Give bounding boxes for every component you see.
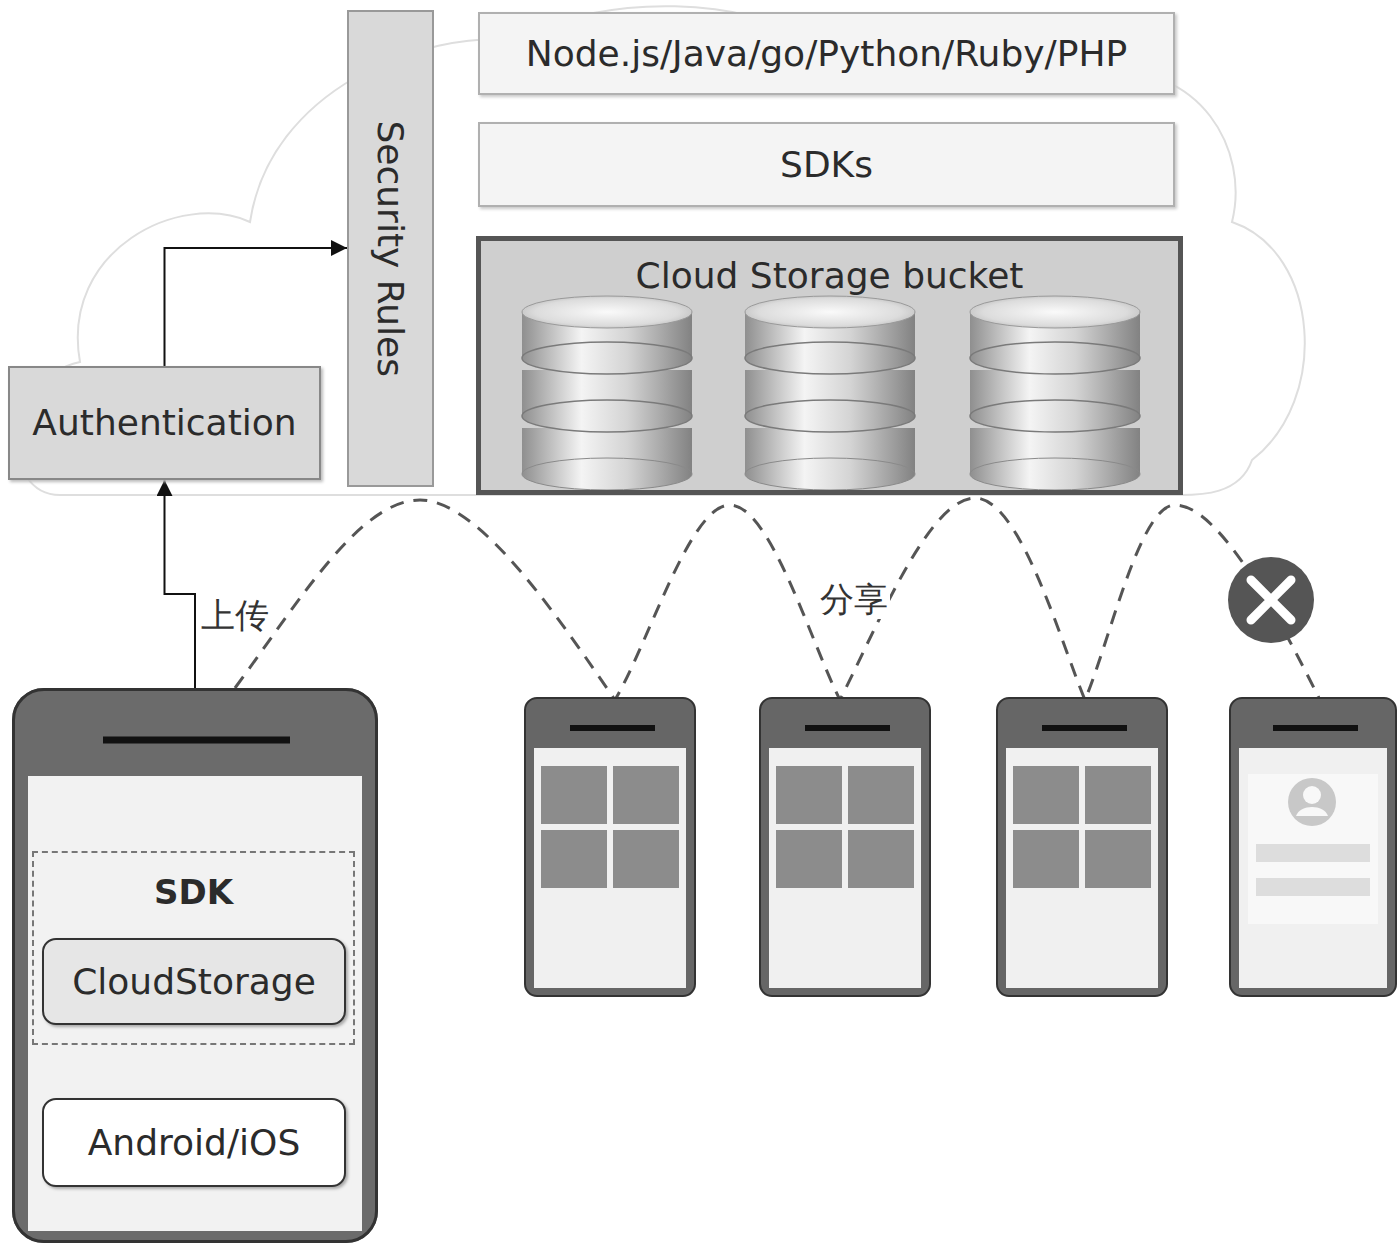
box-label: Cloud Storage bucket xyxy=(636,255,1024,296)
login-phone xyxy=(1230,698,1396,996)
edge-label: 上传 xyxy=(199,596,271,635)
share-label: 分享 xyxy=(818,580,890,619)
box-label: CloudStorage xyxy=(72,961,316,1002)
rules-bar: Security Rules xyxy=(347,10,434,487)
box-label: Node.js/Java/go/Python/Ruby/PHP xyxy=(526,33,1127,74)
flow-arrow xyxy=(165,480,196,688)
module-box: CloudStorage xyxy=(42,938,346,1025)
language-box: Node.js/Java/go/Python/Ruby/PHP xyxy=(478,12,1175,95)
box-label: Authentication xyxy=(32,402,296,443)
box-label: SDK xyxy=(154,873,233,912)
auth-box: Authentication xyxy=(8,366,321,480)
box-label: Security Rules xyxy=(370,120,411,376)
shared-phone xyxy=(525,698,695,996)
flow-arrow xyxy=(165,248,348,366)
box-label: SDKs xyxy=(780,144,873,185)
sdk-layer-box: SDKs xyxy=(478,122,1175,207)
bucket-fill xyxy=(476,236,1183,495)
box-label: Android/iOS xyxy=(88,1122,301,1163)
main-phone-body xyxy=(12,688,378,1243)
sdk-group: SDK CloudStorage xyxy=(32,851,355,1045)
denied-icon xyxy=(1228,557,1314,643)
share-wave xyxy=(235,498,1320,700)
bucket-box: Cloud Storage bucket xyxy=(476,236,1183,495)
database-cylinders xyxy=(522,296,1140,490)
cloud-outline xyxy=(17,6,1305,495)
client-phone: SDK CloudStorageAndroid/iOS xyxy=(12,688,378,1243)
shared-phone xyxy=(997,698,1167,996)
shared-phone xyxy=(760,698,930,996)
platform-box: Android/iOS xyxy=(42,1098,346,1187)
